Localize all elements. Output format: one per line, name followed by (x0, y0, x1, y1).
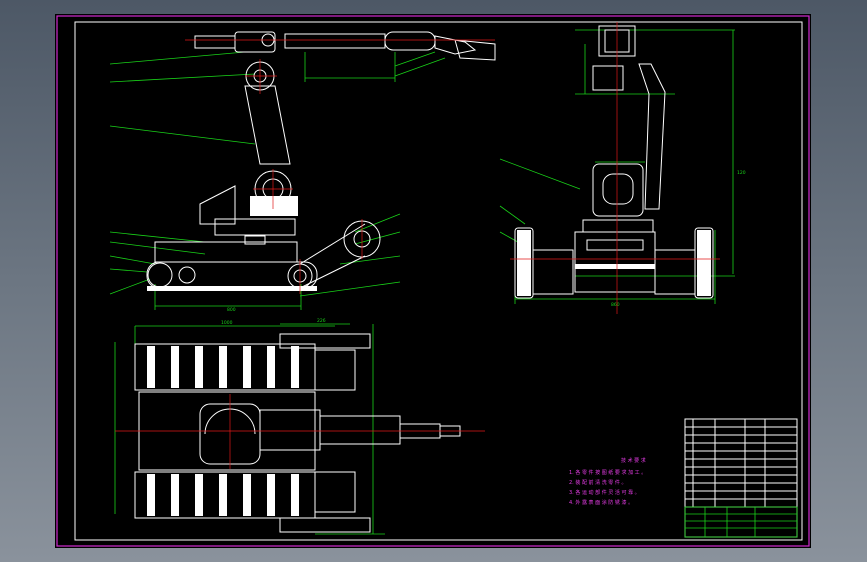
top-view: 1000 226 (114, 318, 485, 535)
dim-side-height: 120 (737, 170, 746, 176)
notes-line-2: 2. 装 配 前 清 洗 零 件 。 (569, 479, 627, 486)
technical-notes: 技 术 要 求 1. 各 零 件 按 图 纸 要 求 加 工 。 2. 装 配 … (569, 457, 646, 506)
notes-title: 技 术 要 求 (621, 457, 646, 464)
title-block (684, 418, 798, 538)
side-view: 860 120 (499, 22, 746, 314)
notes-line-4: 4. 外 露 表 面 涂 防 锈 漆 。 (569, 499, 633, 506)
notes-line-3: 3. 各 运 动 部 件 灵 活 可 靠 。 (569, 489, 640, 496)
dim-side-bottom: 860 (611, 302, 620, 308)
outer-border (56, 15, 810, 547)
dim-top-right: 226 (317, 318, 326, 324)
cad-drawing: 800 (56, 15, 810, 547)
dim-top-overall: 1000 (221, 320, 233, 326)
inner-border (74, 21, 803, 541)
drawing-canvas: 800 (55, 14, 811, 548)
notes-line-1: 1. 各 零 件 按 图 纸 要 求 加 工 。 (569, 469, 646, 476)
dim-front-bottom: 800 (227, 307, 236, 313)
front-view: 800 (109, 31, 496, 313)
